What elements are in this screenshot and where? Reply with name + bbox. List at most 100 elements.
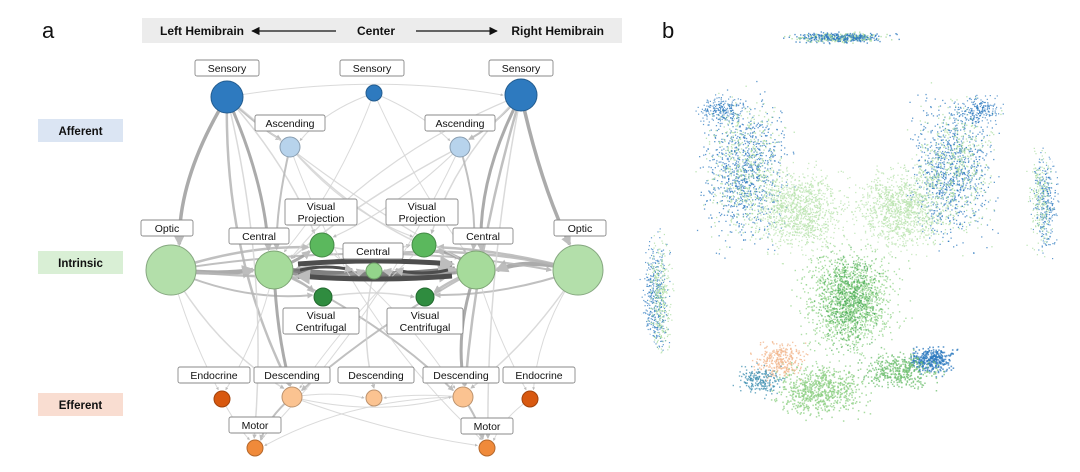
brain-point [731, 200, 733, 202]
brain-point [854, 232, 856, 234]
label-box-central-left [228, 227, 290, 245]
brain-point [939, 151, 941, 153]
brain-point [910, 199, 912, 201]
brain-point [773, 160, 776, 162]
brain-point [892, 236, 894, 238]
brain-point [791, 243, 793, 245]
brain-point [963, 221, 966, 223]
brain-point [729, 196, 731, 198]
brain-point [755, 217, 758, 220]
brain-point [903, 185, 905, 188]
brain-point [751, 209, 754, 211]
brain-point [743, 164, 746, 166]
brain-point [960, 157, 963, 159]
brain-point [799, 222, 801, 224]
brain-point [726, 246, 728, 248]
brain-point [700, 191, 702, 193]
brain-point [895, 244, 897, 246]
brain-point [865, 215, 867, 218]
brain-point [761, 99, 764, 101]
brain-point [804, 213, 806, 216]
brain-point [733, 182, 735, 184]
brain-point [960, 184, 962, 186]
brain-point [757, 176, 759, 178]
brain-point [752, 174, 754, 176]
brain-point [900, 206, 902, 208]
brain-point [811, 228, 814, 230]
brain-point [956, 148, 958, 150]
brain-point [742, 213, 744, 215]
brain-point [779, 172, 781, 174]
brain-point [813, 234, 815, 236]
brain-point [740, 193, 743, 196]
brain-point [712, 202, 714, 204]
brain-point [786, 170, 788, 172]
brain-point [761, 100, 763, 102]
label-descending-left: Descending [253, 366, 331, 384]
brain-point [840, 209, 843, 211]
brain-point [817, 224, 819, 226]
brain-point [728, 154, 730, 157]
brain-point [759, 176, 761, 178]
brain-point [792, 211, 794, 213]
brain-point [873, 181, 875, 183]
brain-point [938, 180, 941, 182]
brain-point [767, 213, 769, 215]
brain-point [897, 186, 900, 189]
brain-point [714, 225, 716, 227]
brain-point [730, 113, 733, 115]
brain-point [736, 173, 738, 175]
brain-point [906, 188, 908, 190]
brain-point [810, 199, 813, 201]
brain-point [912, 244, 914, 246]
brain-point [746, 164, 748, 167]
brain-point [776, 198, 778, 200]
brain-point [724, 176, 726, 178]
label-descending-center: Descending [337, 366, 415, 384]
brain-point [957, 159, 959, 161]
brain-point [772, 222, 774, 224]
label-ascending-left: Ascending [254, 114, 326, 132]
brain-point [970, 187, 972, 189]
brain-point [723, 126, 725, 128]
brain-point [737, 135, 739, 138]
brain-point [954, 109, 956, 111]
brain-point [968, 151, 971, 153]
brain-point [829, 215, 832, 217]
brain-point [763, 132, 765, 135]
brain-point [891, 241, 893, 243]
brain-point [974, 121, 977, 123]
brain-point [758, 197, 761, 199]
brain-point [790, 239, 792, 242]
brain-point [956, 172, 958, 174]
brain-point [905, 204, 907, 206]
brain-point [800, 217, 803, 219]
brain-point [956, 207, 958, 210]
brain-point [969, 181, 971, 184]
tier-afferent-box [38, 119, 123, 142]
brain-point [749, 164, 751, 166]
brain-point [966, 182, 968, 184]
brain-point [716, 163, 719, 165]
brain-point [806, 227, 809, 229]
brain-point [742, 134, 744, 136]
brain-point [932, 184, 934, 186]
brain-point [949, 164, 952, 166]
brain-point [963, 189, 965, 191]
brain-point [747, 159, 749, 161]
label-text-endocrine-left: Endocrine [190, 370, 237, 382]
brain-point [943, 156, 945, 159]
brain-point [974, 136, 977, 138]
brain-point [798, 196, 800, 198]
brain-point [926, 187, 928, 190]
brain-point [819, 210, 821, 212]
brain-point [969, 216, 971, 218]
brain-point [737, 213, 739, 215]
brain-point [821, 175, 823, 178]
brain-point [913, 211, 915, 213]
brain-point [830, 195, 833, 197]
brain-point [800, 199, 802, 202]
brain-point [760, 174, 762, 176]
brain-point [719, 170, 721, 172]
brain-point [919, 168, 921, 170]
